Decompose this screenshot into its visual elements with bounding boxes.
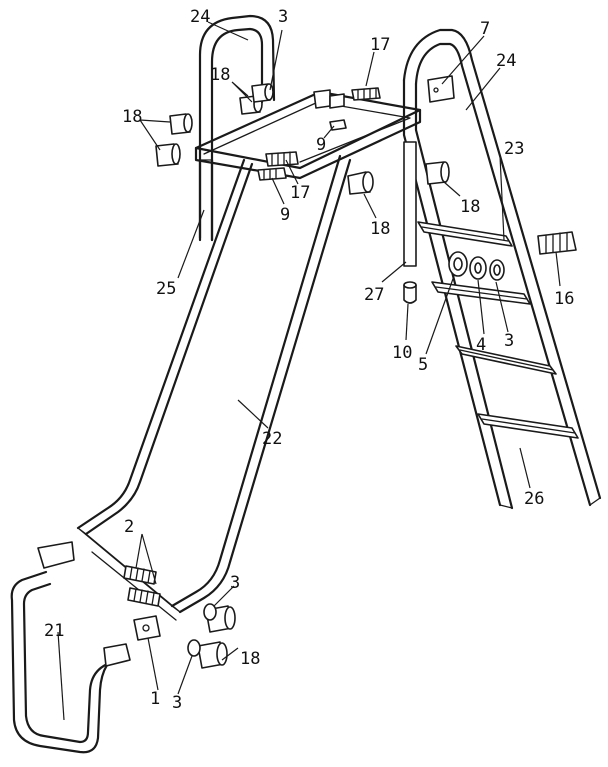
callout-18-upper: 18 [210, 65, 230, 85]
callout-24-top-left: 24 [190, 7, 210, 27]
support-leg [198, 158, 214, 242]
callout-1: 1 [150, 689, 160, 709]
callout-4: 4 [476, 335, 486, 355]
top-platform-frame [194, 90, 422, 180]
washers [187, 251, 505, 657]
callout-labels: 24 3 17 7 24 18 18 9 23 17 9 18 18 25 16… [44, 7, 574, 713]
bottom-handle-frame [10, 541, 131, 754]
callout-3-top: 3 [278, 7, 288, 27]
callout-7: 7 [480, 19, 490, 39]
ladder-rails [402, 28, 602, 510]
callout-18-middle: 18 [370, 219, 390, 239]
ladder-steps [417, 221, 579, 439]
callout-21: 21 [44, 621, 64, 641]
leader-lines [57, 21, 561, 721]
callout-18-right: 18 [460, 197, 480, 217]
callout-10: 10 [392, 343, 412, 363]
callout-18-left: 18 [122, 107, 142, 127]
brackets [133, 75, 455, 641]
callout-26: 26 [524, 489, 544, 509]
callout-2: 2 [124, 517, 134, 537]
callout-16: 16 [554, 289, 574, 309]
post-and-cap [403, 141, 417, 304]
callout-9-center: 9 [316, 135, 326, 155]
callout-3-bottom-right: 3 [230, 573, 240, 593]
callout-3-ladder: 3 [504, 331, 514, 351]
callout-17-top: 17 [370, 35, 390, 55]
callout-9-lower: 9 [280, 205, 290, 225]
callout-17-center: 17 [290, 183, 310, 203]
slide-bed [76, 154, 352, 621]
bushings [155, 83, 450, 669]
callout-18-bottom: 18 [240, 649, 260, 669]
bolts [123, 87, 577, 607]
callout-23: 23 [504, 139, 524, 159]
callout-5: 5 [418, 355, 428, 375]
callout-22: 22 [262, 429, 282, 449]
callout-24-right: 24 [496, 51, 516, 71]
callout-27: 27 [364, 285, 384, 305]
callout-25: 25 [156, 279, 176, 299]
callout-3-bottom-left: 3 [172, 693, 182, 713]
